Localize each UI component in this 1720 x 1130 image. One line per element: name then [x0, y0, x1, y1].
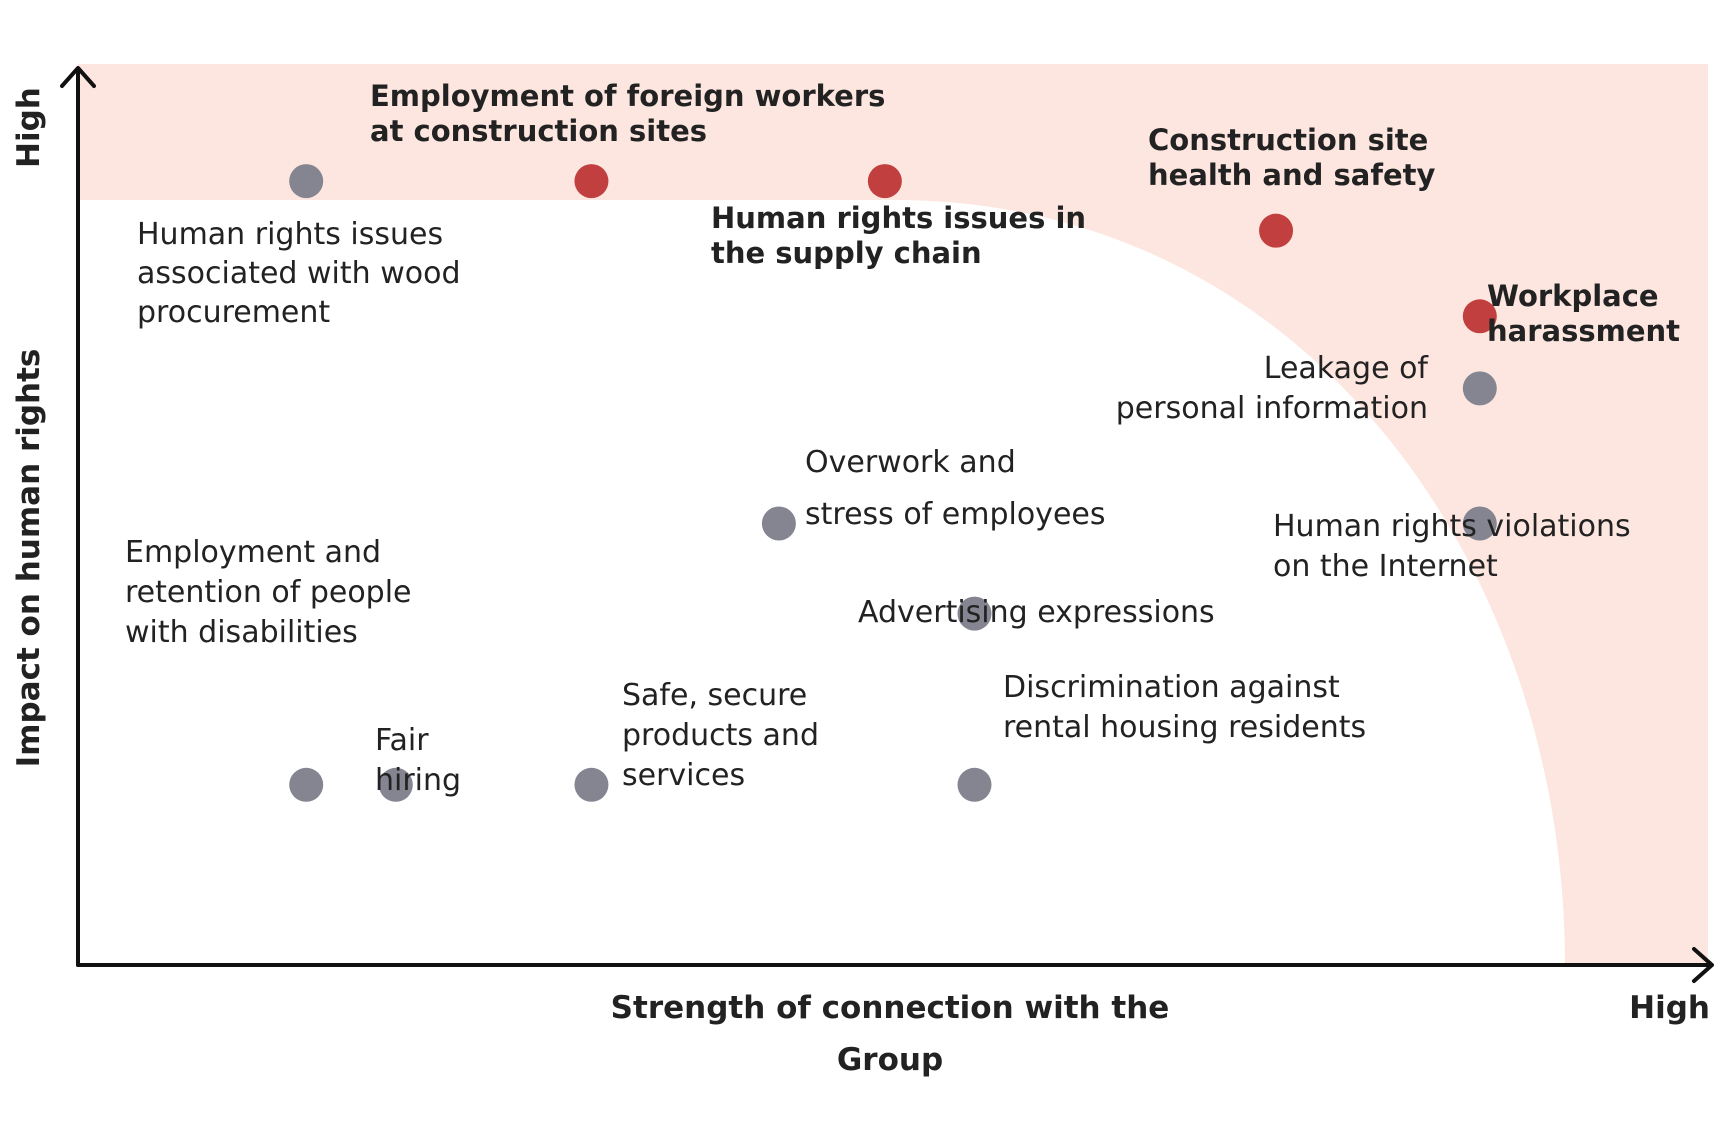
point-label-4-line-1: harassment	[1487, 314, 1680, 348]
point-label-11-line-0: Safe, secure	[622, 678, 807, 713]
point-0	[289, 164, 324, 199]
point-5	[1462, 371, 1497, 406]
labels-layer: Human rights issues associated with wood p…	[125, 79, 1680, 798]
priority-zone	[78, 64, 1708, 965]
point-label-2-line-0: Human rights issues in	[711, 201, 1086, 235]
point-label-0-line-0: Human rights issues	[137, 217, 443, 252]
point-8	[957, 596, 992, 631]
point-label-2-line-1: the supply chain	[711, 236, 982, 270]
priority-point-1	[574, 164, 609, 199]
y-axis-label: Impact on human rights	[11, 349, 47, 768]
point-label-10-line-0: Fair	[375, 723, 429, 758]
point-10	[378, 767, 413, 802]
point-label-12-line-0: Discrimination against	[1003, 670, 1340, 705]
x-axis-label-line-2: Group	[837, 1042, 943, 1078]
y-axis-arrowhead	[60, 66, 96, 88]
y-axis-high-label: High	[11, 87, 47, 168]
x-axis-arrowhead	[1692, 947, 1714, 983]
priority-point-3	[1259, 213, 1294, 248]
points-layer	[289, 164, 1497, 802]
point-label-7-line-1: on the Internet	[1273, 549, 1498, 584]
point-label-0-line-2: procurement	[137, 295, 330, 330]
point-label-11-line-1: products and	[622, 718, 819, 753]
point-label-1-line-0: Employment of foreign workers	[370, 79, 885, 113]
priority-point-2	[867, 164, 902, 199]
point-label-5-line-0: Leakage of	[1264, 351, 1430, 386]
point-label-8-line-0: Advertising expressions	[858, 595, 1215, 630]
point-label-7-line-0: Human rights violations	[1273, 509, 1631, 544]
x-axis-label-line-1: Strength of connection with the	[611, 990, 1170, 1026]
point-11	[574, 767, 609, 802]
priority-point-4	[1462, 299, 1497, 334]
x-axis-high-label: High	[1629, 990, 1710, 1026]
point-label-6-line-1: stress of employees	[805, 497, 1105, 532]
point-label-10-line-1: hiring	[375, 763, 461, 798]
point-label-11-line-2: services	[622, 758, 745, 793]
point-label-9-line-2: with disabilities	[125, 615, 358, 650]
point-12	[957, 767, 992, 802]
point-6	[761, 506, 796, 541]
point-label-0-line-1: associated with wood	[137, 256, 460, 291]
point-9	[289, 767, 324, 802]
point-label-1-line-1: at construction sites	[370, 114, 707, 148]
point-label-3-line-1: health and safety	[1148, 158, 1435, 192]
point-label-5-line-1: personal information	[1116, 391, 1428, 426]
point-label-6-line-0: Overwork and	[805, 445, 1016, 480]
point-label-12-line-1: rental housing residents	[1003, 710, 1366, 745]
point-label-9-line-0: Employment and	[125, 535, 381, 570]
point-label-4-line-0: Workplace	[1487, 279, 1659, 313]
point-7	[1462, 506, 1497, 541]
point-label-9-line-1: retention of people	[125, 575, 412, 610]
point-label-3-line-0: Construction site	[1148, 123, 1428, 157]
